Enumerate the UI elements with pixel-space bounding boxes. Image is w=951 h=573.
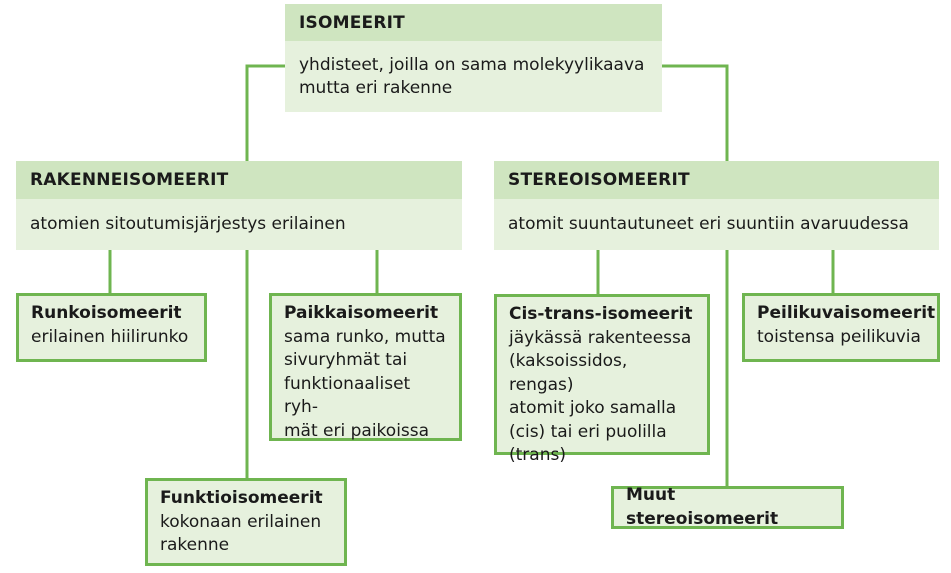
stereoisomers-box: STEREOISOMEERIT atomit suuntautuneet eri…: [494, 161, 939, 250]
stereoisomers-title: STEREOISOMEERIT: [494, 161, 939, 199]
skeletal-isomers-title: Runkoisomeerit: [31, 303, 182, 323]
functional-isomers-line: kokonaan erilainen: [160, 511, 322, 532]
mirror-image-isomers-line: toistensa peilikuvia: [757, 326, 921, 347]
connector-root-stereo: [661, 64, 729, 161]
cis-trans-isomers-line: (trans): [509, 445, 566, 465]
positional-isomers-line: mät eri paikoissa: [284, 420, 430, 441]
skeletal-isomers-box: Runkoisomeerit erilainen hiilirunko: [16, 293, 207, 362]
other-stereoisomers-title: Muut stereoisomeerit: [626, 485, 779, 529]
stereoisomers-description: atomit suuntautuneet eri suuntiin avaruu…: [494, 199, 939, 250]
isomers-description-line-2: mutta eri rakenne: [299, 77, 453, 98]
structural-isomers-description: atomien sitoutumisjärjestys erilainen: [16, 199, 462, 250]
positional-isomers-line: funktionaaliset ryh-: [284, 373, 411, 418]
positional-isomers-line: sama runko, mutta: [284, 326, 446, 347]
cis-trans-isomers-line: (kaksoissidos, rengas): [509, 351, 628, 395]
cis-trans-isomers-line: atomit joko samalla: [509, 398, 677, 418]
cis-trans-isomers-title: Cis-trans-isomeerit: [509, 304, 693, 324]
skeletal-isomers-line: erilainen hiilirunko: [31, 326, 189, 347]
isomers-description: yhdisteet, joilla on sama molekyylikaava…: [285, 41, 662, 112]
connector-root-structural: [245, 64, 285, 161]
functional-isomers-title: Funktioisomeerit: [160, 488, 323, 508]
positional-isomers-box: Paikkaisomeerit sama runko, mutta sivury…: [269, 293, 462, 441]
cis-trans-isomers-line: (cis) tai eri puolilla: [509, 421, 667, 442]
mirror-image-isomers-box: Peilikuvaisomeerit toistensa peilikuvia: [742, 293, 940, 362]
structural-isomers-title: RAKENNEISOMEERIT: [16, 161, 462, 199]
positional-isomers-line: sivuryhmät tai: [284, 350, 408, 370]
positional-isomers-title: Paikkaisomeerit: [284, 303, 439, 323]
mirror-image-isomers-title: Peilikuvaisomeerit: [757, 303, 936, 323]
functional-isomers-box: Funktioisomeerit kokonaan erilainen rake…: [145, 478, 347, 566]
isomers-description-line-1: yhdisteet, joilla on sama molekyylikaava: [299, 54, 645, 75]
other-stereoisomers-box: Muut stereoisomeerit: [611, 485, 844, 529]
isomers-box: ISOMEERIT yhdisteet, joilla on sama mole…: [285, 4, 662, 112]
functional-isomers-line: rakenne: [160, 535, 230, 555]
cis-trans-isomers-box: Cis-trans-isomeerit jäykässä rakenteessa…: [494, 294, 710, 465]
isomers-title: ISOMEERIT: [285, 4, 662, 41]
structural-isomers-box: RAKENNEISOMEERIT atomien sitoutumisjärje…: [16, 161, 462, 250]
cis-trans-isomers-line: jäykässä rakenteessa: [509, 327, 692, 348]
